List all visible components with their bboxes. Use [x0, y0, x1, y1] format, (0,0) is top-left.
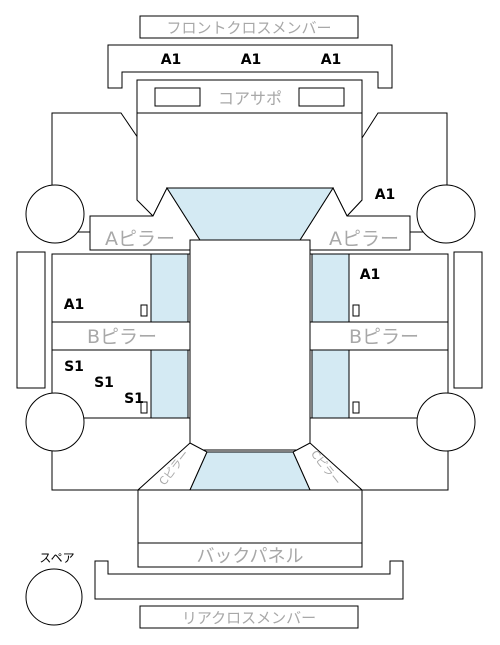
headlight-right — [298, 87, 345, 107]
wheel-front-right — [416, 184, 476, 244]
left-rear-mark-3: S1 — [124, 391, 144, 407]
roof — [189, 239, 311, 451]
a-pillar-right-label: Aピラー — [329, 228, 399, 250]
rear-cross-member-box — [139, 605, 359, 629]
left-side-sill — [16, 251, 46, 389]
left-front-door-handle — [140, 304, 148, 317]
front-cross-member-label: フロントクロスメンバー — [166, 19, 331, 37]
right-side-sill — [453, 251, 483, 389]
wheel-rear-right — [416, 392, 476, 452]
right-rear-door-handle — [352, 401, 360, 414]
right-front-wheelhouse-mark: A1 — [375, 187, 396, 203]
spare-tire — [25, 568, 83, 626]
back-panel — [137, 542, 363, 568]
b-pillar-left-label: Bピラー — [87, 326, 157, 348]
left-front-window — [150, 253, 189, 323]
right-front-window — [311, 253, 350, 323]
rear-window — [189, 451, 311, 491]
back-panel-label: バックパネル — [196, 546, 303, 567]
left-rear-door-handle — [140, 401, 148, 414]
right-rear-window — [311, 349, 350, 419]
front-mark-2: A1 — [241, 52, 262, 68]
rear-cross-member-label: リアクロスメンバー — [182, 609, 316, 627]
b-pillar-left — [51, 321, 191, 351]
front-mark-3: A1 — [321, 52, 342, 68]
right-front-door-mark: A1 — [360, 267, 381, 283]
left-rear-window — [150, 349, 189, 419]
left-rear-mark-2: S1 — [94, 375, 114, 391]
b-pillar-right-label: Bピラー — [349, 326, 419, 348]
core-support-label: コアサポ — [218, 89, 282, 108]
front-cross-member-box — [139, 15, 359, 39]
left-rear-mark-1: S1 — [64, 359, 84, 375]
rear-bumper-bracket — [94, 560, 404, 600]
b-pillar-right — [309, 321, 449, 351]
wheel-rear-left — [25, 392, 85, 452]
right-front-door-handle — [352, 304, 360, 317]
trunk-lid — [137, 489, 363, 544]
headlight-left — [154, 87, 201, 107]
spare-label: スペア — [39, 551, 74, 565]
left-front-door-mark: A1 — [64, 297, 85, 313]
wheel-front-left — [25, 184, 85, 244]
front-mark-1: A1 — [161, 52, 182, 68]
a-pillar-left-label: Aピラー — [105, 228, 175, 250]
front-bumper-bracket — [107, 44, 393, 89]
